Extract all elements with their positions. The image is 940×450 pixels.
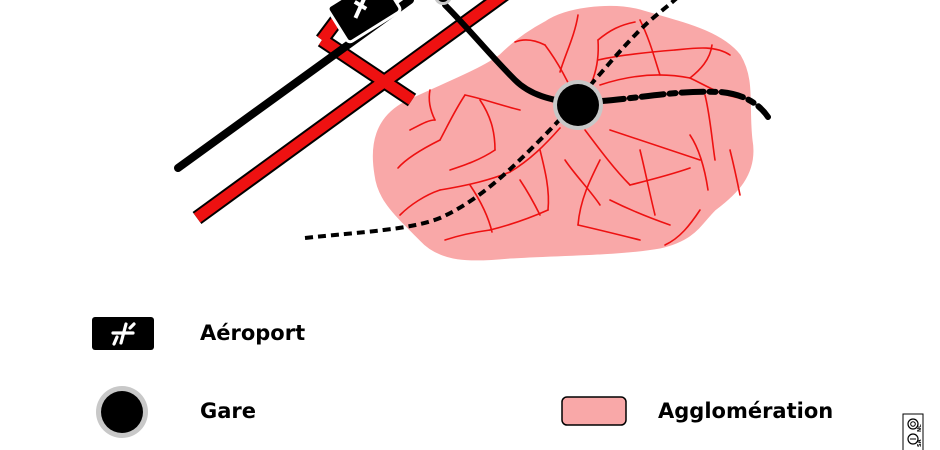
license-nc-label: NC [917, 424, 923, 432]
legend: Aéroport Gare Agglomération [92, 317, 833, 438]
legend-station-label: Gare [200, 399, 256, 423]
station-icon [553, 80, 603, 130]
street-network [397, 14, 741, 246]
creative-commons-icon: NC SA [902, 413, 924, 450]
airport-icon [326, 0, 402, 44]
license-sa-label: SA [917, 439, 923, 447]
legend-station-icon [96, 386, 148, 438]
rail-extension [599, 88, 771, 120]
legend-airport-label: Aéroport [200, 321, 305, 345]
legend-urban-area-swatch [561, 396, 627, 426]
planned-rail-line [304, 0, 678, 240]
legend-airport-icon [92, 317, 154, 350]
airplane-icon [111, 322, 136, 346]
airport-station-icon [434, 0, 452, 5]
legend-urban-area-label: Agglomération [658, 399, 833, 423]
